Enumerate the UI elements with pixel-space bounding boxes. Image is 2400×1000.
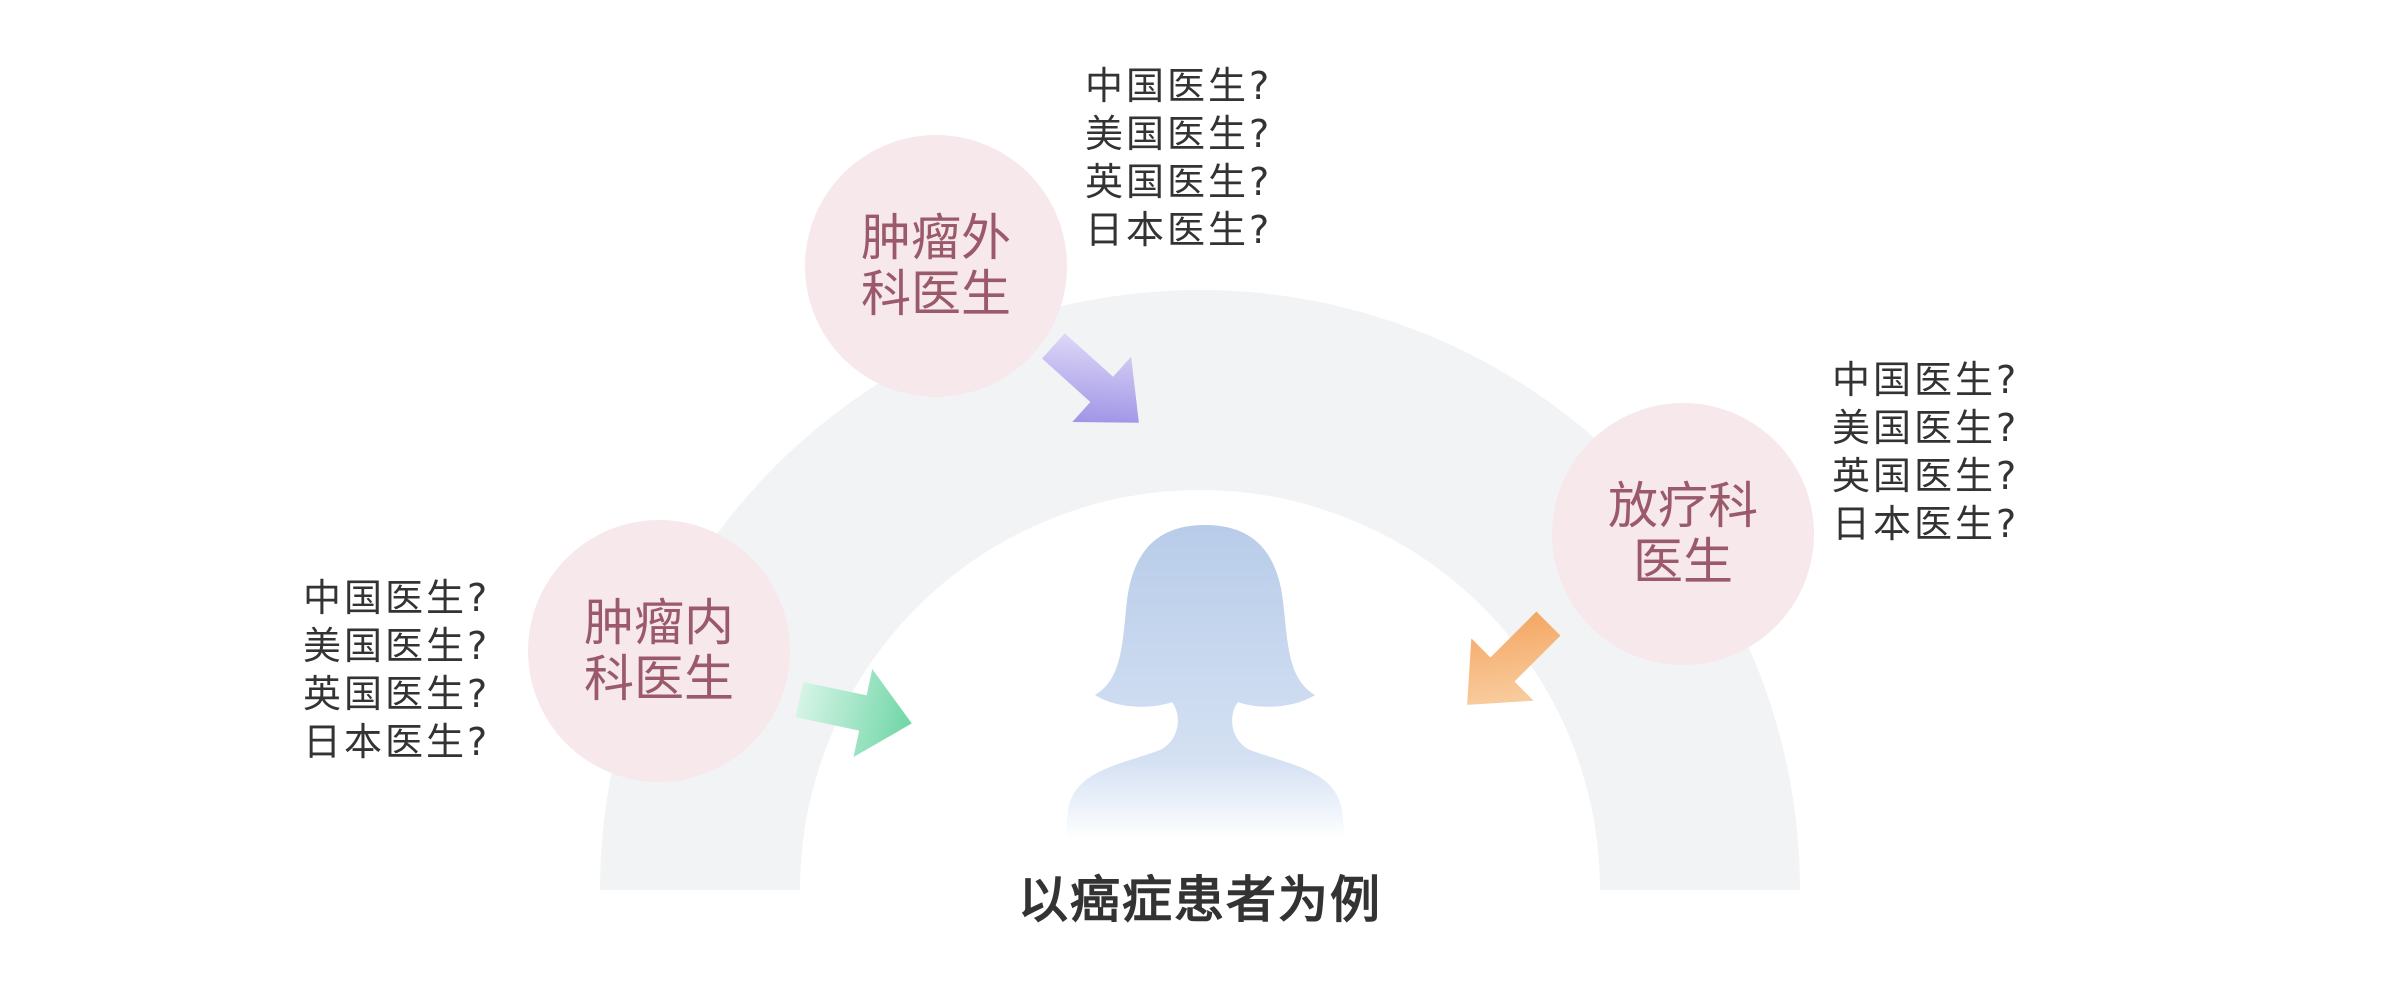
specialty-circle-oncology-surgical: 肿瘤外科医生 [805,135,1067,397]
question-item: 美国医生? [303,624,491,668]
question-item: 中国医生? [1085,64,1273,108]
specialty-circle-radiotherapy: 放疗科医生 [1552,403,1814,665]
question-item: 美国医生? [1085,112,1273,156]
question-item: 中国医生? [303,576,491,620]
question-item: 美国医生? [1832,406,2020,450]
question-item: 日本医生? [303,720,491,764]
specialty-label: 肿瘤外科医生 [861,209,1011,323]
question-item: 英国医生? [303,672,491,716]
question-list-radiotherapy: 中国医生? 美国医生? 英国医生? 日本医生? [1832,356,2019,548]
arrow-orange-icon [1467,611,1561,705]
question-item: 英国医生? [1085,160,1273,204]
specialty-label: 肿瘤内科医生 [584,594,734,708]
arc-background [600,290,1800,890]
person-silhouette-icon [1065,525,1345,840]
question-item: 中国医生? [1832,358,2020,402]
question-list-oncology-surgical: 中国医生? 美国医生? 英国医生? 日本医生? [1085,62,1272,254]
arrow-purple-icon [1042,333,1139,423]
specialty-label: 放疗科医生 [1608,477,1758,591]
specialty-circle-oncology-internal: 肿瘤内科医生 [528,520,790,782]
question-list-oncology-internal: 中国医生? 美国医生? 英国医生? 日本医生? [303,574,490,766]
question-item: 日本医生? [1832,502,2020,546]
diagram-caption: 以癌症患者为例 [1018,871,1382,929]
arrow-green-icon [795,669,912,758]
question-item: 英国医生? [1832,454,2020,498]
question-item: 日本医生? [1085,208,1273,252]
